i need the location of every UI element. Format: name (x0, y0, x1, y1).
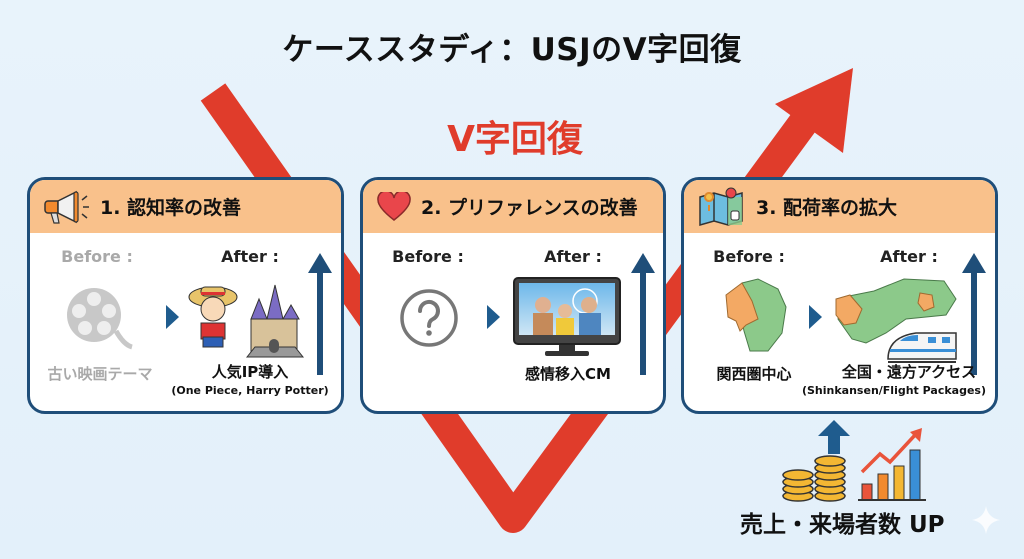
card-title: 1. 認知率の改善 (100, 197, 242, 219)
before-label: Before : (392, 247, 464, 266)
card-title: 3. 配荷率の拡大 (756, 197, 898, 219)
card-body: Before : After : 関西圏中心 全国・遠方アクセス (Shinka… (684, 233, 995, 411)
map-icon (698, 187, 748, 227)
after-subcaption: (Shinkansen/Flight Packages) (801, 384, 986, 397)
v-arrow-head (775, 68, 853, 153)
up-arrow-icon (818, 420, 850, 454)
increase-arrow-icon (962, 253, 986, 375)
growth-chart-icon (858, 428, 926, 501)
japan-map-shinkansen-icon (835, 278, 957, 363)
before-caption: 関西圏中心 (716, 365, 792, 383)
result-label: 売上・来場者数 UP (740, 512, 945, 538)
before-label: Before : (713, 247, 785, 266)
card-distribution: 3. 配荷率の拡大 Before : After : 関西圏中心 全国・遠方アク… (681, 177, 998, 414)
increase-arrow-icon (308, 253, 332, 375)
tv-commercial-icon (513, 277, 621, 356)
after-label: After : (221, 247, 279, 266)
increase-arrow-icon (631, 253, 655, 375)
card-header: 2. プリファレンスの改善 (363, 180, 663, 233)
card-header: 3. 配荷率の拡大 (684, 180, 995, 233)
after-subcaption: (One Piece, Harry Potter) (171, 384, 329, 397)
transition-arrow-icon (809, 305, 822, 329)
coins-icon (782, 455, 846, 502)
page-title: ケーススタディ：USJのV字回復 (282, 32, 742, 68)
megaphone-icon (44, 187, 92, 227)
after-caption: 人気IP導入 (211, 363, 289, 381)
card-header: 1. 認知率の改善 (30, 180, 341, 233)
film-reel-icon (67, 288, 133, 350)
card-title: 2. プリファレンスの改善 (421, 197, 638, 219)
before-caption: 古い映画テーマ (47, 365, 153, 383)
question-mark-icon (400, 289, 458, 347)
card-awareness: 1. 認知率の改善 Before : After : (27, 177, 344, 414)
heart-icon (377, 187, 413, 227)
kansai-map-icon (725, 278, 787, 352)
before-label: Before : (61, 247, 133, 266)
after-caption: 全国・遠方アクセス (841, 363, 977, 381)
transition-arrow-icon (487, 305, 500, 329)
v-recovery-label: V字回復 (447, 119, 583, 160)
character-and-castle-icon (188, 284, 305, 358)
after-label: After : (880, 247, 938, 266)
sparkle-icon (972, 506, 1000, 534)
after-label: After : (544, 247, 602, 266)
transition-arrow-icon (166, 305, 179, 329)
card-preference: 2. プリファレンスの改善 Before : After : (360, 177, 666, 414)
card-body: Before : After : (30, 233, 341, 411)
card-body: Before : After : (363, 233, 663, 411)
after-caption: 感情移入CM (525, 365, 611, 383)
